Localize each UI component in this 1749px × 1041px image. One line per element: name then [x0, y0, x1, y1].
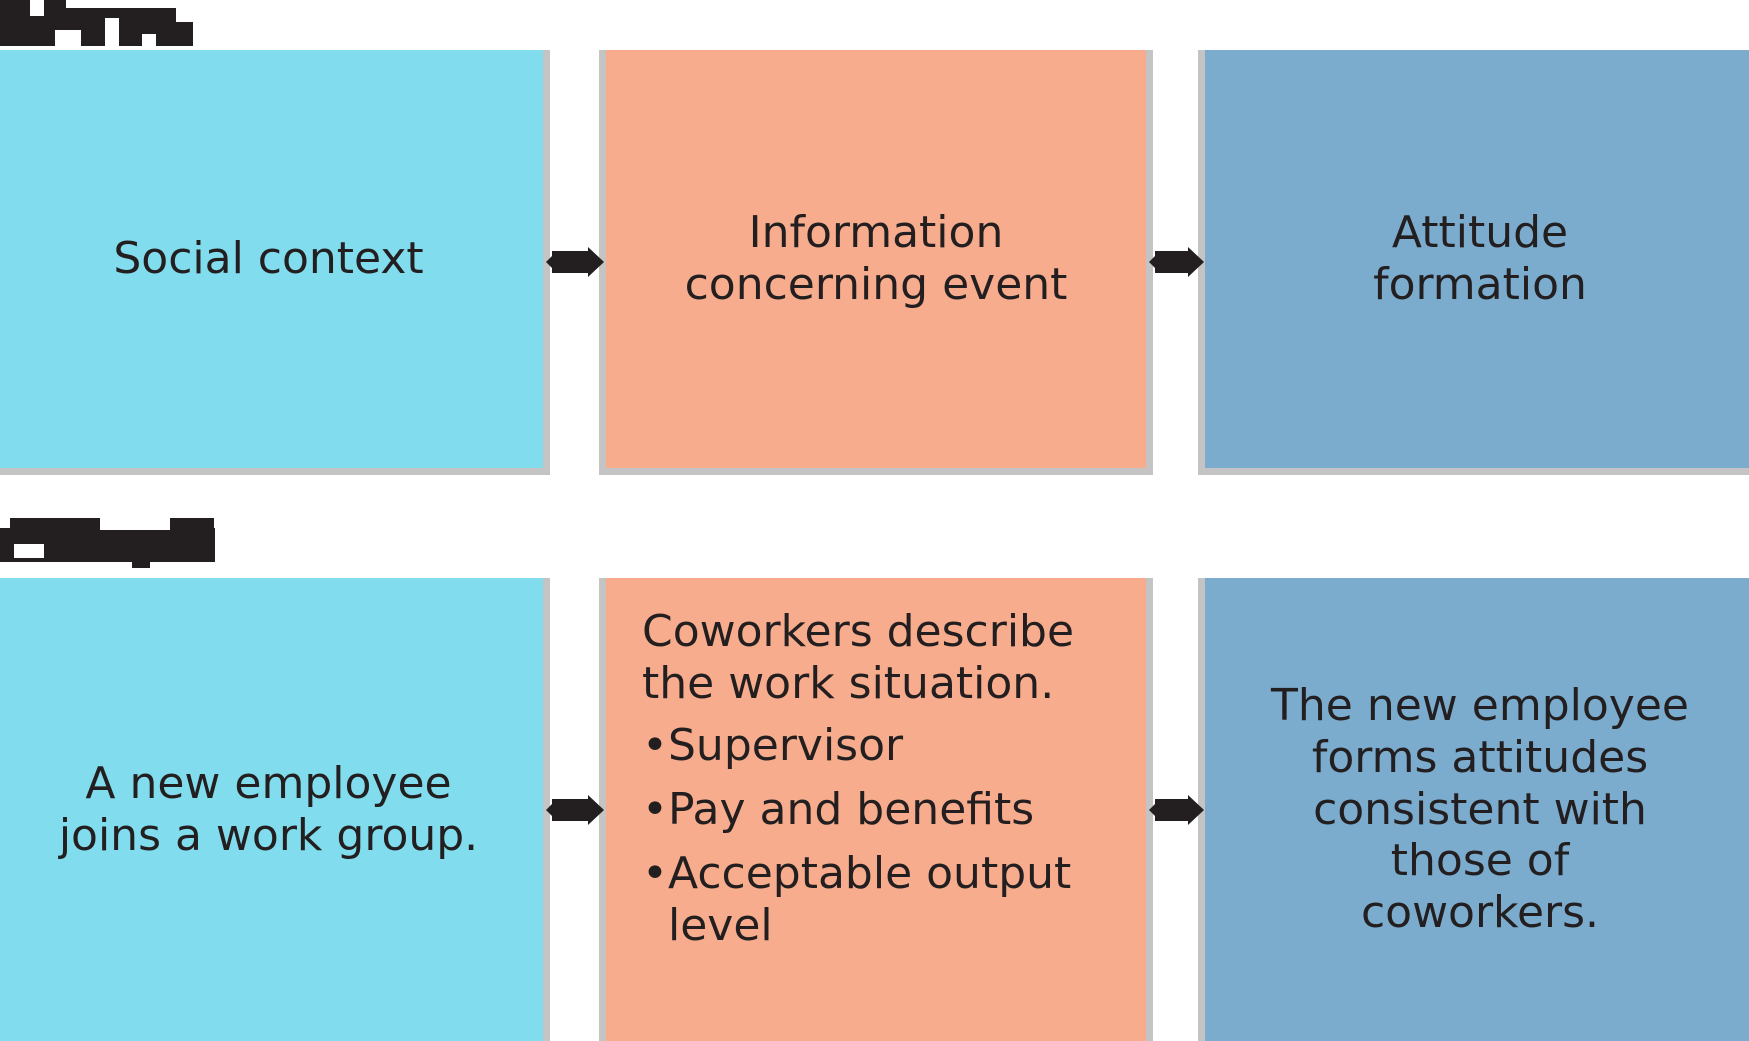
- arrow-tail: [1149, 253, 1158, 271]
- arrow-shaft: [1155, 799, 1188, 821]
- arrow-shaft: [1155, 251, 1188, 273]
- arrow-tail: [546, 801, 555, 819]
- arrow-shaft: [552, 799, 588, 821]
- arrow-head: [1188, 247, 1204, 277]
- coworkers-bullet-list: • Supervisor • Pay and benefits • Accept…: [642, 720, 1128, 952]
- flow-box-social-context[interactable]: Social context: [0, 50, 550, 475]
- flow-box-forms-attitudes[interactable]: The new employee forms attitudes consist…: [1198, 578, 1749, 1041]
- bullet-glyph: •: [642, 783, 668, 835]
- arrow-head: [1188, 795, 1204, 825]
- flow-box-coworkers-describe[interactable]: Coworkers describe the work situation. •…: [599, 578, 1153, 1041]
- arrow-tail: [1149, 801, 1158, 819]
- list-item: • Supervisor: [642, 719, 1128, 772]
- flow-box-new-employee-joins[interactable]: A new employee joins a work group.: [0, 578, 550, 1041]
- flow-box-label: A new employee joins a work group.: [58, 757, 479, 861]
- list-item-label: Acceptable output level: [668, 847, 1072, 951]
- list-item-label: Pay and benefits: [668, 783, 1035, 835]
- row-1-redacted-label: [0, 0, 193, 48]
- bullet-glyph: •: [642, 719, 668, 771]
- flow-box-information-concerning-event[interactable]: Information concerning event: [599, 50, 1153, 475]
- coworkers-description-list: Coworkers describe the work situation. •…: [606, 578, 1146, 951]
- arrow-head: [588, 795, 604, 825]
- arrow-tail: [546, 253, 555, 271]
- list-item-label: Supervisor: [668, 719, 904, 771]
- flow-box-label: The new employee forms attitudes consist…: [1271, 679, 1689, 939]
- flow-box-label: Information concerning event: [684, 207, 1068, 310]
- arrow-shaft: [552, 251, 588, 273]
- list-item: • Acceptable output level: [642, 847, 1128, 952]
- list-item: • Pay and benefits: [642, 783, 1128, 836]
- flow-box-label: Attitude formation: [1373, 207, 1587, 310]
- arrow-head: [588, 247, 604, 277]
- flow-box-label: Social context: [113, 233, 424, 285]
- list-lead-text: Coworkers describe the work situation.: [642, 606, 1075, 709]
- flow-box-attitude-formation[interactable]: Attitude formation: [1198, 50, 1749, 475]
- bullet-glyph: •: [642, 847, 668, 899]
- row-2-redacted-label: [0, 518, 215, 574]
